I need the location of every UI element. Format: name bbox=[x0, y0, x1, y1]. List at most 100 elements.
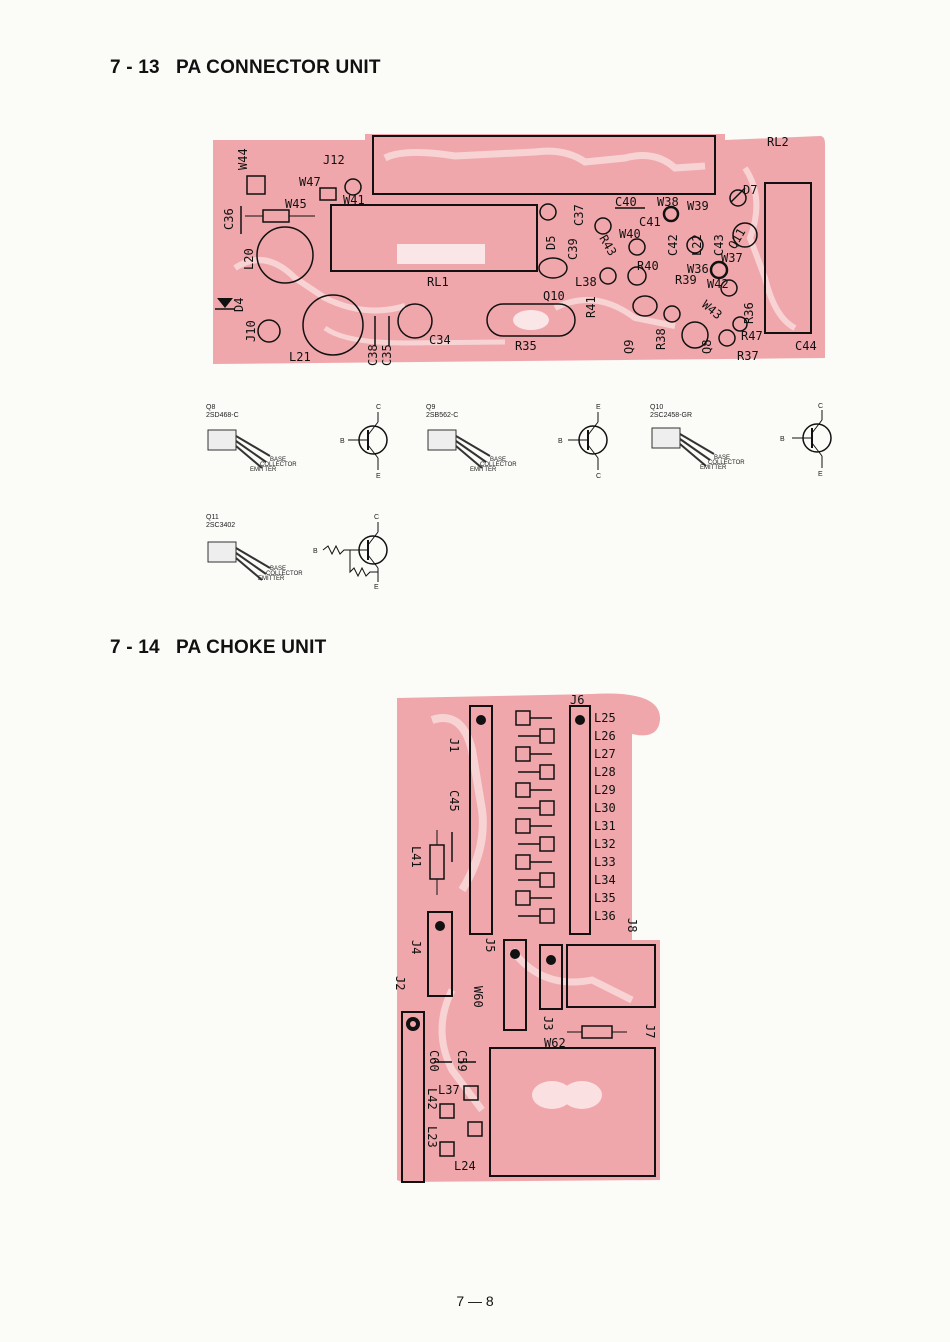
svg-text:COLLECTOR: COLLECTOR bbox=[480, 462, 517, 468]
label-w60: W60 bbox=[471, 986, 485, 1008]
svg-text:BASE: BASE bbox=[490, 457, 506, 463]
svg-text:B: B bbox=[780, 436, 785, 443]
label-j12: J12 bbox=[323, 153, 345, 167]
label-c39: C39 bbox=[566, 238, 580, 260]
label-w62: W62 bbox=[544, 1036, 566, 1050]
label-c38: C38 bbox=[366, 344, 380, 366]
svg-text:COLLECTOR: COLLECTOR bbox=[266, 571, 303, 577]
label-w42: W42 bbox=[707, 277, 729, 291]
pa-choke-board: J6 J1 C45 L41 J4 J5 W60 J2 J8 J3 W62 J7 … bbox=[392, 690, 667, 1190]
coil-label: L26 bbox=[594, 729, 616, 743]
svg-text:EMITTER: EMITTER bbox=[470, 467, 497, 473]
svg-text:BASE: BASE bbox=[270, 566, 286, 572]
transistor-q9: Q9 2SB562-C BASE COLLECTOR EMITTER B E C bbox=[418, 400, 618, 485]
label-w45: W45 bbox=[285, 197, 307, 211]
coil-label: L31 bbox=[594, 819, 616, 833]
label-w40: W40 bbox=[619, 227, 641, 241]
label-r47: R47 bbox=[741, 329, 763, 343]
label-w38: W38 bbox=[657, 195, 679, 209]
label-j7: J7 bbox=[643, 1024, 657, 1038]
label-r40: R40 bbox=[637, 259, 659, 273]
label-c43: C43 bbox=[712, 234, 726, 256]
label-j2: J2 bbox=[393, 976, 407, 990]
svg-text:B: B bbox=[558, 438, 563, 445]
label-c34: C34 bbox=[429, 333, 451, 347]
label-c60: C60 bbox=[427, 1050, 441, 1072]
label-c37: C37 bbox=[572, 204, 586, 226]
label-j4: J4 bbox=[409, 940, 423, 954]
coil-label: L33 bbox=[594, 855, 616, 869]
label-d7: D7 bbox=[743, 183, 757, 197]
svg-text:EMITTER: EMITTER bbox=[700, 465, 727, 471]
svg-text:E: E bbox=[376, 473, 381, 480]
svg-text:E: E bbox=[596, 404, 601, 411]
label-c42: C42 bbox=[666, 234, 680, 256]
label-r41: R41 bbox=[584, 296, 598, 318]
label-q10: Q10 bbox=[543, 289, 565, 303]
svg-text:C: C bbox=[374, 514, 379, 521]
label-c59: C59 bbox=[455, 1050, 469, 1072]
label-w47: W47 bbox=[299, 175, 321, 189]
label-j10: J10 bbox=[244, 320, 258, 342]
svg-text:2SC3402: 2SC3402 bbox=[206, 522, 235, 529]
label-l23: L23 bbox=[425, 1126, 439, 1148]
coil-label: L36 bbox=[594, 909, 616, 923]
svg-text:C: C bbox=[376, 404, 381, 411]
label-q8: Q8 bbox=[700, 340, 714, 354]
svg-text:Q11: Q11 bbox=[206, 514, 219, 521]
coil-label: L30 bbox=[594, 801, 616, 815]
svg-text:BASE: BASE bbox=[714, 455, 730, 461]
svg-text:Q8: Q8 bbox=[206, 404, 215, 411]
label-r37: R37 bbox=[737, 349, 759, 363]
svg-text:BASE: BASE bbox=[270, 457, 286, 463]
svg-text:EMITTER: EMITTER bbox=[258, 576, 285, 582]
label-j1: J1 bbox=[447, 738, 461, 752]
label-l22: L22 bbox=[690, 234, 704, 256]
label-l38: L38 bbox=[575, 275, 597, 289]
label-j5: J5 bbox=[483, 938, 497, 952]
svg-text:Q10: Q10 bbox=[650, 404, 663, 411]
transistor-q10: Q10 2SC2458-GR BASE COLLECTOR EMITTER B … bbox=[642, 400, 842, 485]
label-rl2: RL2 bbox=[767, 135, 789, 149]
svg-text:C: C bbox=[596, 473, 601, 480]
svg-text:E: E bbox=[818, 471, 823, 478]
label-c35: C35 bbox=[380, 344, 394, 366]
svg-text:Q9: Q9 bbox=[426, 404, 435, 411]
label-r36: R36 bbox=[742, 302, 756, 324]
label-c41: C41 bbox=[639, 215, 661, 229]
label-l24: L24 bbox=[454, 1159, 476, 1173]
label-rl1: RL1 bbox=[427, 275, 449, 289]
svg-text:2SB562-C: 2SB562-C bbox=[426, 412, 458, 419]
label-c36: C36 bbox=[222, 208, 236, 230]
label-l37: L37 bbox=[438, 1083, 460, 1097]
label-d5: D5 bbox=[544, 236, 558, 250]
svg-text:EMITTER: EMITTER bbox=[250, 467, 277, 473]
transistor-q8: Q8 2SD468-C BASE COLLECTOR EMITTER B C E bbox=[198, 400, 398, 485]
coil-label: L27 bbox=[594, 747, 616, 761]
svg-text:B: B bbox=[313, 548, 318, 555]
coil-label: L28 bbox=[594, 765, 616, 779]
svg-text:2SD468-C: 2SD468-C bbox=[206, 412, 239, 419]
label-c44: C44 bbox=[795, 339, 817, 353]
label-w36: W36 bbox=[687, 262, 709, 276]
label-d4: D4 bbox=[232, 298, 246, 312]
label-j8: J8 bbox=[625, 918, 639, 932]
svg-text:COLLECTOR: COLLECTOR bbox=[708, 460, 745, 466]
svg-text:2SC2458-GR: 2SC2458-GR bbox=[650, 412, 692, 419]
label-w37: W37 bbox=[721, 251, 743, 265]
label-q9: Q9 bbox=[622, 340, 636, 354]
coil-label: L29 bbox=[594, 783, 616, 797]
label-r35: R35 bbox=[515, 339, 537, 353]
svg-text:E: E bbox=[374, 584, 379, 590]
svg-text:C: C bbox=[818, 403, 823, 410]
label-r39: R39 bbox=[675, 273, 697, 287]
label-c45: C45 bbox=[447, 790, 461, 812]
label-c40: C40 bbox=[615, 195, 637, 209]
page-number: 7 — 8 bbox=[456, 1293, 494, 1309]
label-l20: L20 bbox=[242, 248, 256, 270]
label-r38: R38 bbox=[654, 328, 668, 350]
label-l21: L21 bbox=[289, 350, 311, 364]
transistor-q11: Q11 2SC3402 BASE COLLECTOR EMITTER B C E bbox=[198, 510, 398, 595]
